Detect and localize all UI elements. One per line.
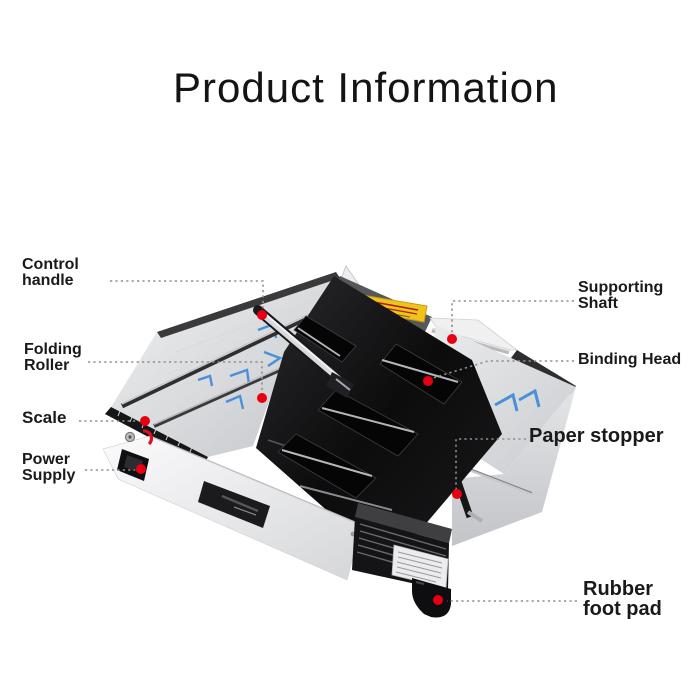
dot-scale bbox=[140, 416, 150, 426]
rubber-foot-part bbox=[412, 578, 451, 618]
dot-paper-stopper bbox=[452, 489, 462, 499]
label-scale: Scale bbox=[22, 408, 67, 427]
label-folding-roller-line2: Roller bbox=[24, 357, 70, 375]
label-supporting-shaft-line2: Shaft bbox=[578, 295, 618, 313]
label-scale-line1: Scale bbox=[22, 408, 67, 427]
control-handle-part bbox=[253, 305, 354, 398]
label-power-supply-line1: Power bbox=[22, 451, 71, 468]
leader-paper-stopper bbox=[455, 438, 526, 488]
label-paper-stopper: Paper stopper bbox=[529, 425, 664, 447]
front-panel bbox=[102, 435, 363, 581]
dot-binding-head bbox=[423, 376, 433, 386]
dot-power-supply bbox=[136, 464, 146, 474]
dot-control-handle bbox=[257, 310, 267, 320]
red-indicator-arc bbox=[142, 429, 154, 446]
label-folding-roller-line1: Folding bbox=[24, 341, 82, 358]
leader-lines bbox=[79, 280, 577, 602]
folding-mechanism bbox=[256, 276, 502, 566]
leader-control-handle bbox=[110, 280, 264, 309]
label-supporting-shaft-line1: Supporting bbox=[578, 279, 664, 296]
control-dial bbox=[124, 431, 136, 443]
label-control-handle-line2: handle bbox=[22, 272, 74, 290]
dot-supporting-shaft bbox=[447, 334, 457, 344]
dot-rubber-foot-pad bbox=[433, 595, 443, 605]
label-binding-head: Binding Head bbox=[578, 351, 682, 368]
label-control-handle: Control handle bbox=[22, 256, 79, 290]
leader-folding-roller bbox=[88, 361, 263, 392]
marker-dots bbox=[136, 310, 462, 605]
leader-binding-head bbox=[432, 360, 574, 379]
label-rubber-foot-pad-line2: foot pad bbox=[583, 598, 662, 621]
label-supporting-shaft: Supporting Shaft bbox=[578, 279, 664, 313]
label-binding-head-line1: Binding Head bbox=[578, 351, 682, 368]
label-rubber-foot-pad: Rubber foot pad bbox=[583, 579, 662, 620]
label-folding-roller: Folding Roller bbox=[24, 341, 82, 375]
label-power-supply: Power Supply bbox=[22, 451, 76, 485]
dot-folding-roller bbox=[257, 393, 267, 403]
label-rubber-foot-pad-line1: Rubber bbox=[583, 578, 653, 600]
label-control-handle-line1: Control bbox=[22, 256, 79, 273]
label-power-supply-line2: Supply bbox=[22, 467, 76, 485]
label-paper-stopper-line1: Paper stopper bbox=[529, 425, 664, 447]
spec-label bbox=[391, 544, 449, 589]
page-title: Product Information bbox=[173, 64, 559, 111]
